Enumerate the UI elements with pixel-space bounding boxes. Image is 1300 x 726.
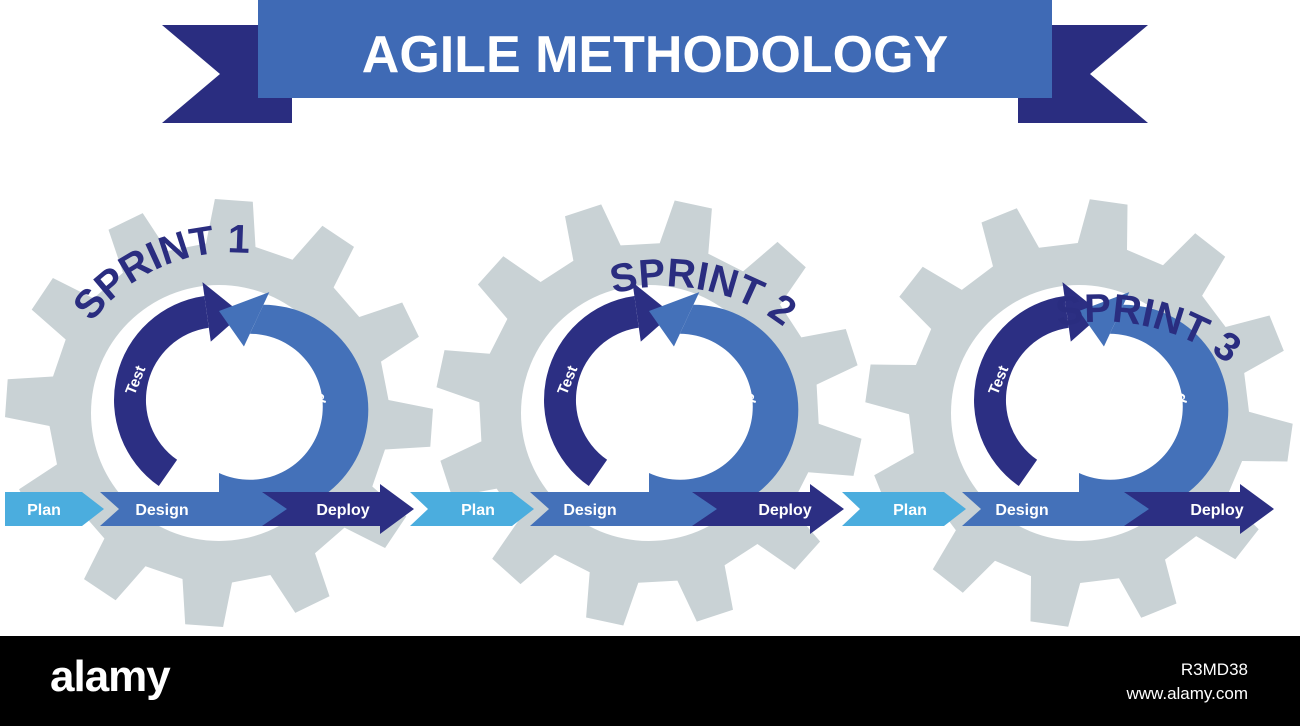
deploy-label: Deploy xyxy=(316,502,369,519)
plan-arrow xyxy=(5,492,104,526)
deploy-label: Deploy xyxy=(1190,502,1243,519)
deploy-arrow xyxy=(1124,484,1274,534)
watermark-footer: alamy R3MD38 www.alamy.com xyxy=(0,636,1300,726)
plan-arrow xyxy=(410,492,534,526)
test-arc xyxy=(974,296,1069,486)
design-arrow xyxy=(100,492,285,526)
develop-arc xyxy=(1079,304,1229,515)
develop-arrowhead-icon xyxy=(649,292,700,347)
test-arc xyxy=(114,296,209,486)
test-arc xyxy=(544,296,639,486)
design-arrow xyxy=(530,492,715,526)
footer-url: www.alamy.com xyxy=(1126,684,1248,703)
title-banner: AGILE METHODOLOGY xyxy=(162,0,1148,123)
alamy-logo: alamy xyxy=(50,652,171,701)
develop-arrowhead-icon xyxy=(1079,292,1130,347)
plan-label: Plan xyxy=(461,502,495,519)
deploy-arrow xyxy=(692,484,844,534)
banner-main xyxy=(258,0,1052,98)
design-label: Design xyxy=(995,502,1048,519)
develop-arc xyxy=(649,304,799,515)
plan-label: Plan xyxy=(893,502,927,519)
deploy-arrow xyxy=(262,484,414,534)
image-id: R3MD38 xyxy=(1180,660,1248,679)
page-title: AGILE METHODOLOGY xyxy=(362,26,948,84)
plan-label: Plan xyxy=(27,502,61,519)
develop-arc xyxy=(219,304,369,515)
design-label: Design xyxy=(563,502,616,519)
cycle-arrows-layer xyxy=(114,282,1229,515)
deploy-label: Deploy xyxy=(758,502,811,519)
design-label: Design xyxy=(135,502,188,519)
design-arrow xyxy=(962,492,1147,526)
develop-arrowhead-icon xyxy=(219,292,270,347)
plan-arrow xyxy=(842,492,966,526)
